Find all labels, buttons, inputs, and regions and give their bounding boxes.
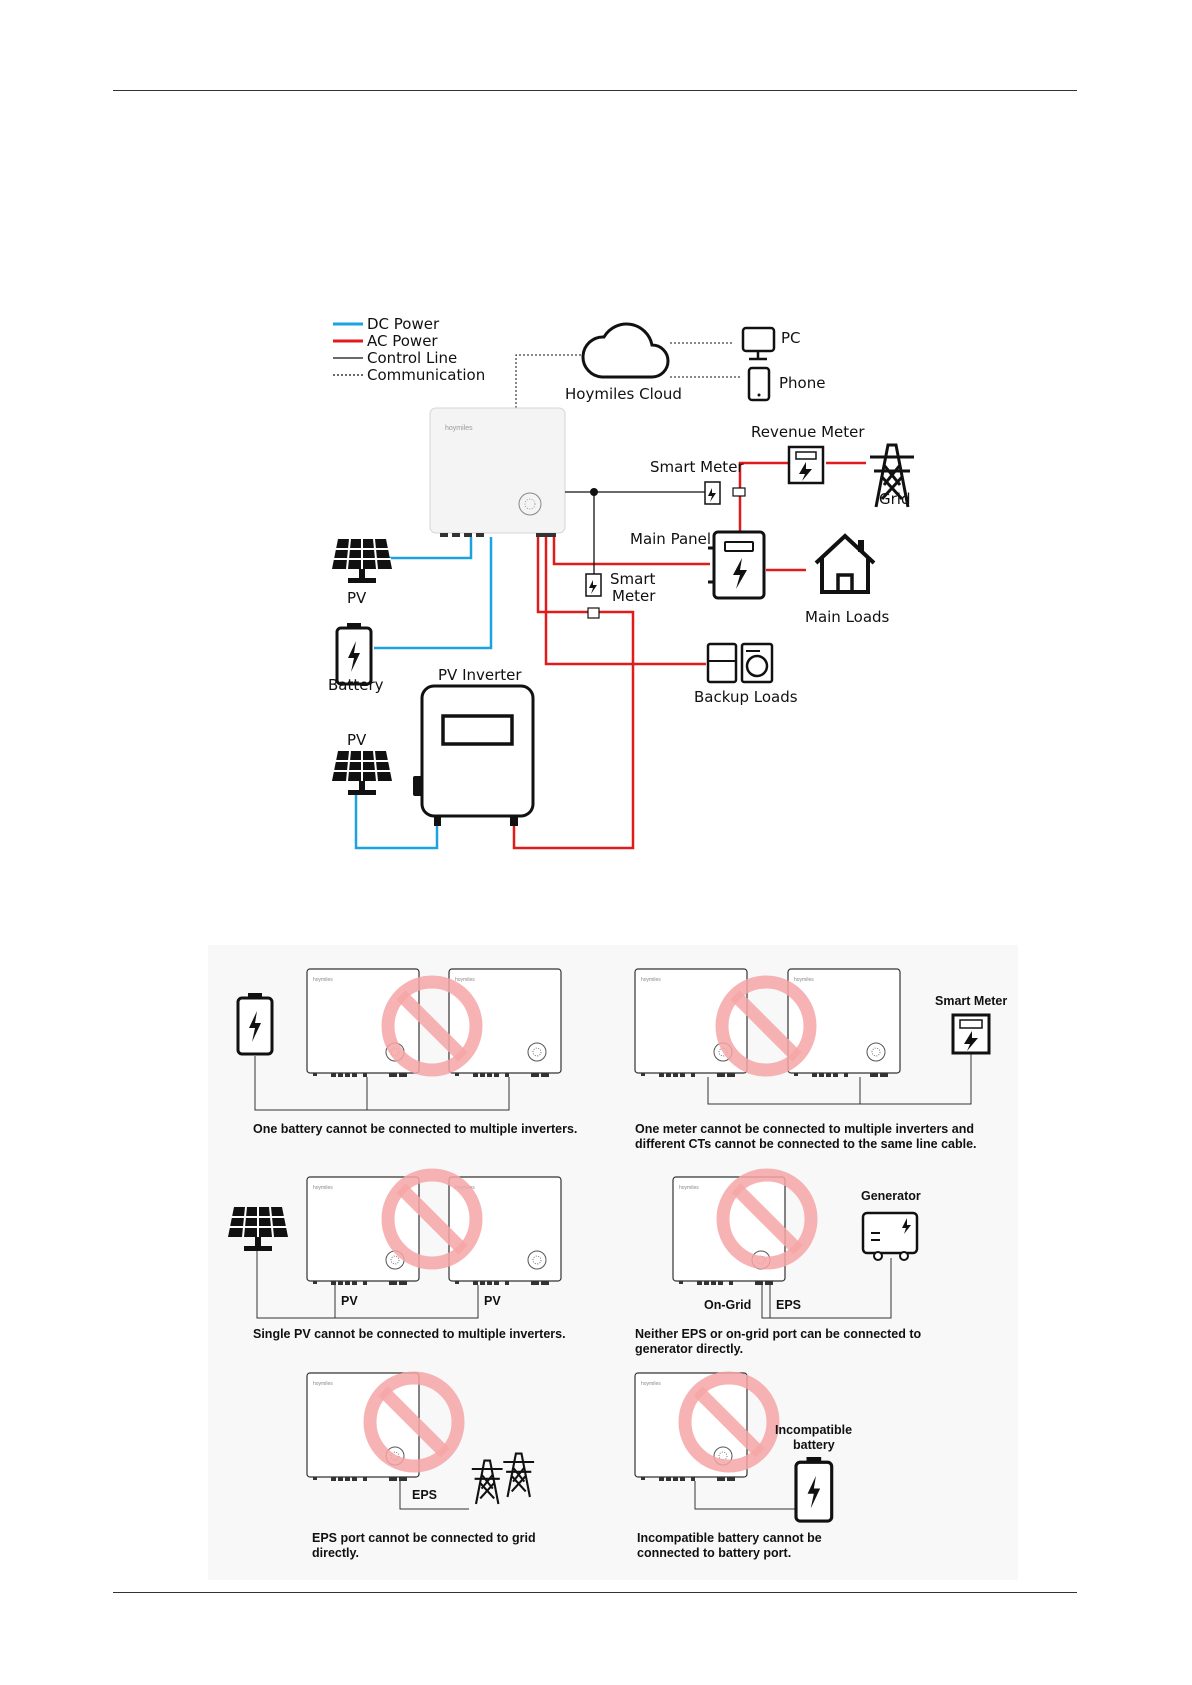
p2-meter-label: Smart Meter — [935, 994, 1007, 1008]
p1-caption: One battery cannot be connected to multi… — [253, 1122, 577, 1136]
legend: DC Power AC Power Control Line Communica… — [333, 315, 485, 384]
p4-caption-line1: Neither EPS or on-grid port can be conne… — [635, 1327, 922, 1341]
p6-label-line2: battery — [793, 1438, 835, 1452]
p4-generator-label: Generator — [861, 1189, 921, 1203]
main-loads-label: Main Loads — [805, 608, 890, 626]
pv-inverter-label: PV Inverter — [438, 666, 522, 684]
hybrid-inverter: hoymiles — [429, 407, 566, 537]
smart-meter-2-label-line2: Meter — [612, 587, 656, 605]
prohibited-panel: One battery cannot be connected to multi… — [208, 945, 1018, 1580]
p6-battery-icon — [794, 1455, 834, 1523]
battery-label: Battery — [328, 676, 384, 694]
smart-meter-2-icon — [585, 573, 602, 619]
generator-icon — [861, 1211, 919, 1261]
battery-icon — [335, 621, 373, 686]
main-panel-label: Main Panel — [630, 530, 711, 548]
legend-ac-label: AC Power — [367, 332, 438, 350]
pv-1-icon — [331, 538, 393, 584]
p2-caption-line2: different CTs cannot be connected to the… — [635, 1137, 977, 1151]
house-icon — [814, 533, 876, 594]
p3-pv-a-label: PV — [341, 1294, 358, 1308]
smart-meter-1-icon — [704, 481, 746, 505]
p4-on-grid-label: On-Grid — [704, 1298, 751, 1312]
pv-inverter-icon — [413, 684, 535, 826]
legend-dc-label: DC Power — [367, 315, 440, 333]
p1-battery-icon — [236, 991, 274, 1056]
p6-caption-line2: connected to battery port. — [637, 1546, 791, 1560]
p2-caption-line1: One meter cannot be connected to multipl… — [635, 1122, 974, 1136]
system-diagram: Hoymiles Cloud PC Phone hoymiles — [328, 322, 916, 850]
pc-icon — [741, 326, 776, 361]
p5-caption-line2: directly. — [312, 1546, 359, 1560]
grid-label: Grid — [879, 490, 910, 508]
backup-loads-icon — [706, 642, 774, 684]
inverter-brand: hoymiles — [445, 425, 473, 432]
p2-smart-meter-icon — [951, 1013, 991, 1055]
pv-2-icon — [331, 750, 393, 796]
main-panel-icon — [708, 530, 766, 600]
cloud-label: Hoymiles Cloud — [565, 385, 682, 403]
pv-1-label: PV — [347, 589, 367, 607]
pv-2-label: PV — [347, 731, 367, 749]
prohibited-pv-multi-inverter: PV PV Single PV cannot be connected to m… — [227, 1175, 566, 1341]
p3-pv-b-label: PV — [484, 1294, 501, 1308]
phone-icon — [747, 366, 771, 402]
prohibited-incompatible-battery: Incompatible battery Incompatible batter… — [634, 1373, 852, 1560]
pc-label: PC — [781, 329, 801, 347]
smart-meter-1-label: Smart Meter — [650, 458, 744, 476]
footer-rule — [113, 1592, 1077, 1593]
revenue-meter-icon — [787, 445, 825, 485]
p5-caption-line1: EPS port cannot be connected to grid — [312, 1531, 536, 1545]
backup-loads-label: Backup Loads — [694, 688, 798, 706]
p6-caption-line1: Incompatible battery cannot be — [637, 1531, 822, 1545]
cloud-icon — [581, 322, 670, 379]
p3-caption: Single PV cannot be connected to multipl… — [253, 1327, 566, 1341]
smart-meter-2-label-line1: Smart — [610, 570, 655, 588]
prohibited-generator: Generator On-Grid EPS Neither EPS or on-… — [635, 1175, 922, 1356]
prohibited-eps-to-grid: EPS EPS port cannot be connected to grid… — [306, 1373, 536, 1560]
legend-control-label: Control Line — [367, 349, 457, 367]
phone-label: Phone — [779, 374, 825, 392]
p6-label-line1: Incompatible — [775, 1423, 852, 1437]
legend-comm-label: Communication — [367, 366, 485, 384]
prohibited-meter-multi-inverter: Smart Meter One meter cannot be connecte… — [634, 968, 1007, 1151]
p5-eps-label: EPS — [412, 1488, 437, 1502]
revenue-meter-label: Revenue Meter — [751, 423, 865, 441]
header-rule — [113, 90, 1077, 91]
p4-eps-label: EPS — [776, 1298, 801, 1312]
p4-caption-line2: generator directly. — [635, 1342, 743, 1356]
prohibited-battery-multi-inverter: One battery cannot be connected to multi… — [236, 968, 577, 1136]
